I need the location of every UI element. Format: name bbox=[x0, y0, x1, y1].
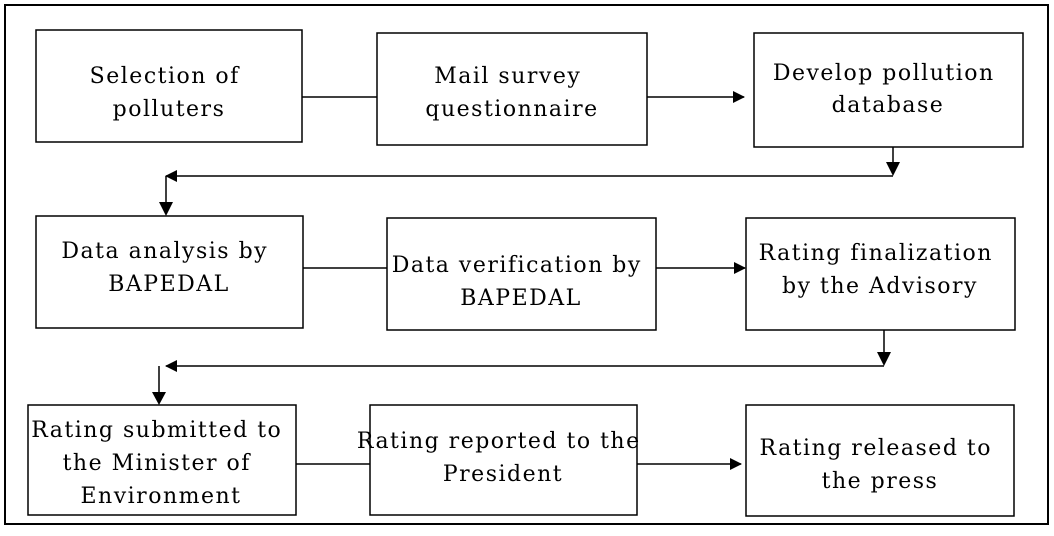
step-box bbox=[376, 32, 648, 146]
arrowhead-database-down bbox=[886, 162, 900, 176]
step-box bbox=[369, 404, 638, 516]
step-label-line: the Minister of bbox=[63, 451, 252, 476]
step-label-line: Rating finalization bbox=[759, 241, 993, 266]
step-box bbox=[35, 29, 303, 143]
step-label-line: Rating reported to the bbox=[357, 429, 641, 454]
step-label-line: Develop pollution bbox=[773, 61, 995, 86]
step-develop-database: Develop pollution database bbox=[753, 32, 1024, 148]
step-label-line: Environment bbox=[80, 484, 241, 509]
svg-text:Rating finalization by t: Rating finalization by the Advisory bbox=[759, 241, 1002, 299]
step-label-line: Data verification by bbox=[392, 253, 642, 278]
svg-text:Rating released to the p: Rating released to the press bbox=[760, 436, 1001, 494]
arrowhead-down-to-analysis bbox=[159, 202, 173, 216]
step-box bbox=[386, 217, 657, 331]
step-label-line: Data analysis by bbox=[61, 239, 268, 264]
step-label-line: President bbox=[443, 462, 563, 487]
svg-text:Mail survey questionnair: Mail survey questionnaire bbox=[425, 64, 598, 122]
step-selection: Selection of polluters bbox=[35, 29, 303, 143]
step-label-line: Rating submitted to bbox=[31, 418, 282, 443]
svg-text:Rating reported to the P: Rating reported to the President bbox=[357, 429, 649, 487]
step-label-line: Rating released to bbox=[760, 436, 993, 461]
step-label-line: questionnaire bbox=[425, 97, 598, 122]
step-label-line: Selection of bbox=[90, 64, 240, 89]
step-rating-released: Rating released to the press bbox=[745, 404, 1015, 517]
step-box bbox=[745, 404, 1015, 517]
svg-text:Data analysis by BAPEDAL: Data analysis by BAPEDAL bbox=[61, 239, 276, 297]
step-data-verification: Data verification by BAPEDAL bbox=[386, 217, 657, 331]
step-rating-submitted: Rating submitted to the Minister of Envi… bbox=[27, 404, 297, 516]
svg-text:Rating submitted to the: Rating submitted to the Minister of Envi… bbox=[31, 418, 291, 509]
step-rating-finalization: Rating finalization by the Advisory bbox=[745, 217, 1016, 331]
step-label-line: the press bbox=[822, 469, 939, 494]
step-box bbox=[35, 215, 304, 329]
step-label-line: Mail survey bbox=[434, 64, 581, 89]
svg-text:Data verification by BAP: Data verification by BAPEDAL bbox=[392, 253, 651, 311]
step-label-line: by the Advisory bbox=[782, 274, 978, 299]
step-data-analysis: Data analysis by BAPEDAL bbox=[35, 215, 304, 329]
step-label-line: polluters bbox=[113, 97, 226, 122]
step-box bbox=[745, 217, 1016, 331]
step-box bbox=[753, 32, 1024, 148]
svg-text:Selection of polluters: Selection of polluters bbox=[90, 64, 249, 122]
arrowhead-down-to-submitted bbox=[152, 392, 166, 405]
svg-text:Develop pollution databa: Develop pollution database bbox=[773, 61, 1003, 118]
arrowhead-finalization-down bbox=[877, 352, 891, 366]
step-rating-reported: Rating reported to the President bbox=[357, 404, 649, 516]
step-label-line: BAPEDAL bbox=[460, 286, 582, 311]
step-mail-survey: Mail survey questionnaire bbox=[376, 32, 648, 146]
step-label-line: BAPEDAL bbox=[108, 272, 230, 297]
step-box bbox=[27, 404, 297, 516]
step-label-line: database bbox=[832, 93, 945, 118]
